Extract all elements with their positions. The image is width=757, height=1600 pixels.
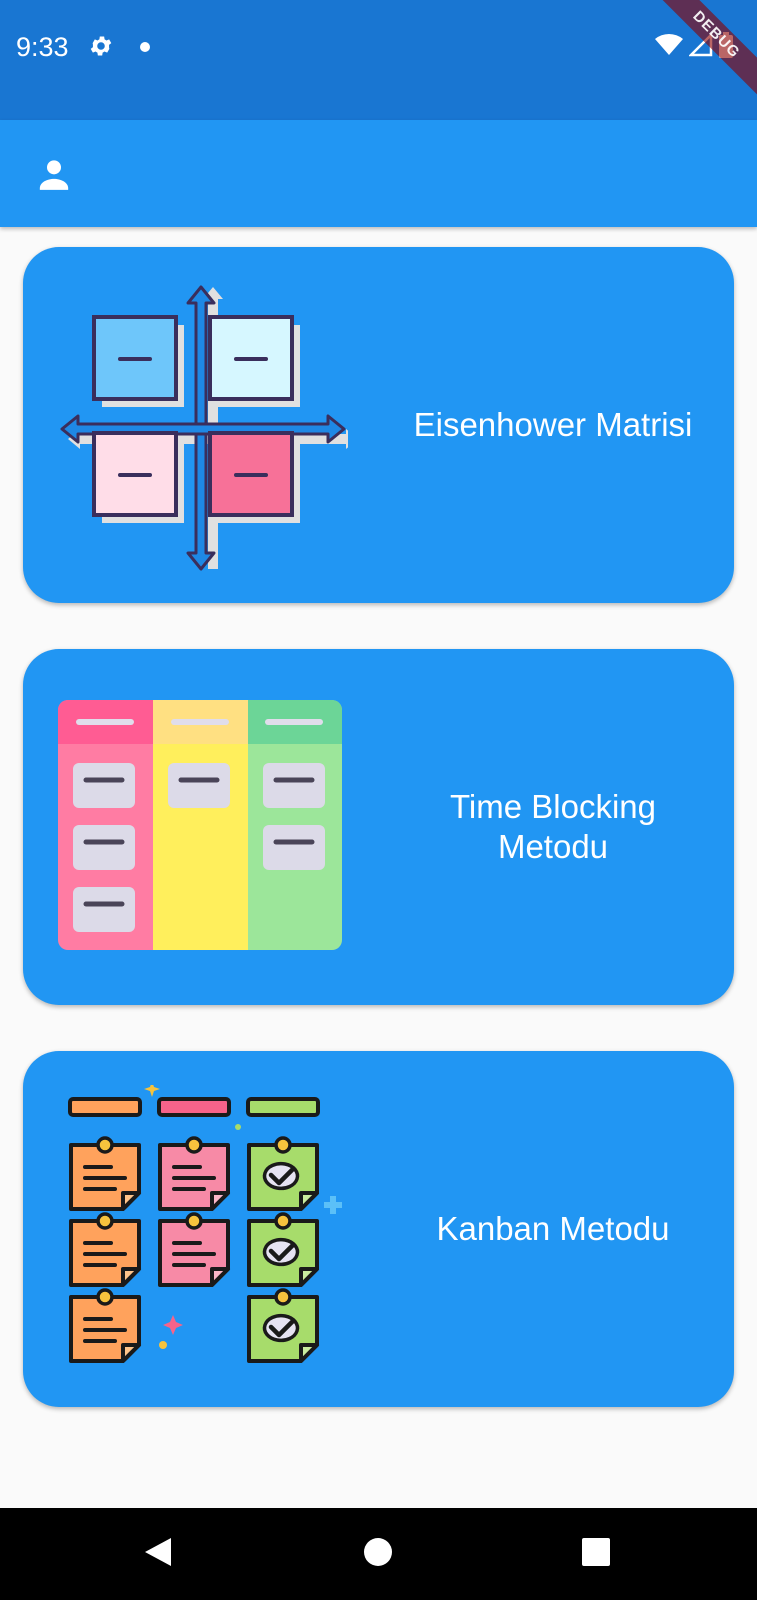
person-icon bbox=[34, 160, 74, 198]
home-icon bbox=[363, 1537, 393, 1572]
time-blocking-illustration bbox=[58, 683, 348, 973]
eisenhower-matrix-illustration bbox=[58, 281, 358, 571]
navigation-bar bbox=[0, 1508, 757, 1600]
kanban-card[interactable]: Kanban Metodu bbox=[23, 1051, 734, 1407]
wifi-icon bbox=[655, 33, 683, 62]
time-blocking-card[interactable]: Time Blocking Metodu bbox=[23, 649, 734, 1005]
card-title: Time Blocking Metodu bbox=[449, 788, 656, 865]
kanban-board-illustration bbox=[58, 1081, 348, 1375]
recents-button[interactable] bbox=[556, 1508, 636, 1600]
notification-dot-icon bbox=[140, 42, 150, 52]
card-title: Eisenhower Matrisi bbox=[413, 406, 693, 444]
gear-icon bbox=[88, 33, 114, 64]
recents-icon bbox=[582, 1537, 610, 1571]
card-title: Kanban Metodu bbox=[436, 1210, 670, 1248]
back-button[interactable] bbox=[118, 1508, 198, 1600]
home-button[interactable] bbox=[338, 1508, 418, 1600]
status-bar: 9:33 DEBUG bbox=[0, 0, 757, 120]
back-icon bbox=[143, 1536, 173, 1573]
status-time: 9:33 bbox=[16, 32, 69, 62]
profile-button[interactable] bbox=[34, 154, 74, 194]
app-bar bbox=[0, 120, 757, 227]
eisenhower-card[interactable]: Eisenhower Matrisi bbox=[23, 247, 734, 603]
